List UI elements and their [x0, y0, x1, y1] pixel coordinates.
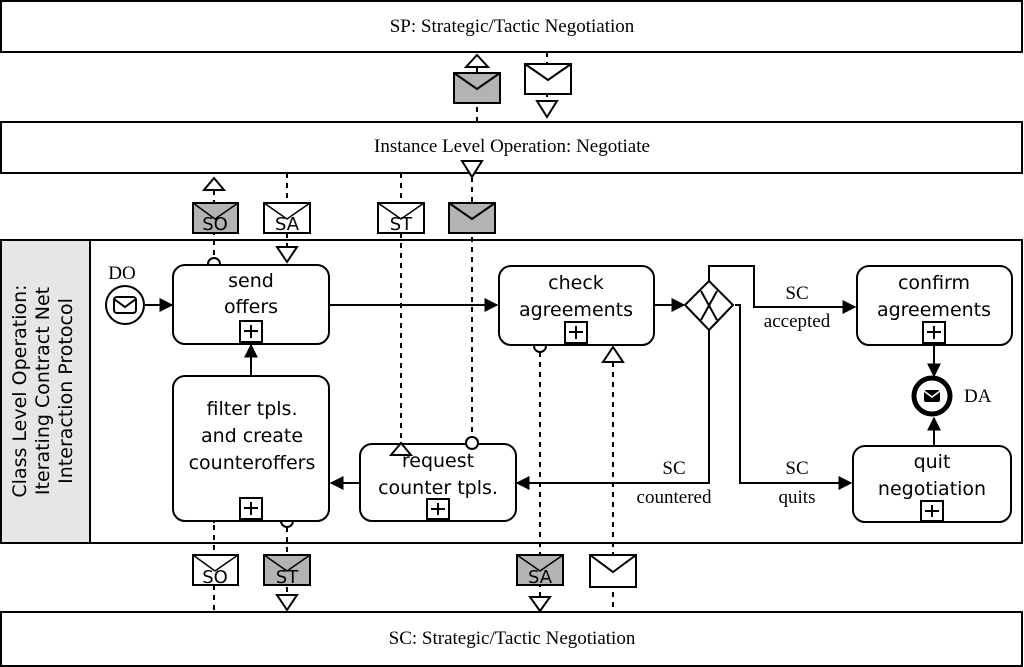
exclusive-gateway — [683, 279, 735, 332]
lane-label-line3: Interaction Protocol — [55, 298, 77, 484]
subprocess-plus-icon — [426, 498, 450, 520]
message-st-envelope-icon: ST — [377, 202, 425, 235]
task-confirm-line1: confirm — [898, 272, 970, 294]
flow-label-countered: SC countered — [637, 458, 712, 508]
subprocess-plus-icon — [920, 500, 944, 522]
task-request-line1: request — [402, 450, 474, 472]
task-quit-line1: quit — [914, 451, 951, 473]
message-envelope-icon — [589, 554, 637, 588]
lane-label-line1: Class Level Operation: — [9, 284, 31, 497]
message-flow-instance-to-sp — [453, 53, 501, 122]
message-sa-label: SA — [275, 214, 300, 235]
message-envelope-icon — [453, 72, 501, 104]
end-event-label: DA — [964, 386, 992, 407]
message-so-envelope-icon: SO — [192, 554, 239, 588]
lane-header — [0, 239, 91, 544]
pool-sp: SP: Strategic/Tactic Negotiation — [0, 0, 1023, 53]
pool-instance: Instance Level Operation: Negotiate — [0, 121, 1023, 174]
start-event: DO — [105, 263, 145, 325]
flow-accepted — [708, 265, 857, 314]
message-st-label-lower: ST — [276, 567, 299, 588]
task-confirm-line2: agreements — [877, 299, 991, 321]
flow-label-quits-line1: SC — [785, 458, 808, 479]
task-request-counter: request counter tpls. — [359, 443, 517, 522]
task-quit-negotiation: quit negotiation — [852, 445, 1012, 523]
flow-label-countered-line1: SC — [662, 458, 685, 479]
task-check-line2: agreements — [519, 299, 633, 321]
sequence-flows — [145, 265, 941, 490]
message-so-envelope-icon: SO — [192, 202, 239, 235]
task-send-offers-line1: send — [228, 270, 274, 292]
message-so-label: SO — [202, 214, 228, 235]
message-flow-so-down: SO — [192, 506, 239, 612]
message-sa-envelope-icon: SA — [516, 554, 564, 588]
flow-label-countered-line2: countered — [637, 487, 712, 508]
flow-label-accepted-line1: SC — [785, 283, 808, 304]
message-flow-st-down: ST — [263, 514, 311, 612]
message-so-label-lower: SO — [202, 567, 228, 588]
pool-instance-label: Instance Level Operation: Negotiate — [374, 136, 650, 157]
message-envelope-icon — [524, 63, 572, 95]
end-event: DA — [911, 375, 992, 417]
task-send-offers: send offers — [172, 264, 330, 345]
task-filter-line2: and create — [201, 425, 303, 447]
task-filter-line1: filter tpls. — [207, 398, 298, 420]
envelope-icon — [113, 296, 137, 314]
message-st-envelope-icon: ST — [263, 554, 311, 588]
message-flow-sc-to-check — [589, 345, 637, 612]
task-send-offers-line2: offers — [224, 296, 278, 318]
task-confirm-agreements: confirm agreements — [856, 265, 1013, 346]
envelope-filled-icon — [924, 390, 940, 402]
task-request-line2: counter tpls. — [378, 477, 498, 499]
subprocess-plus-icon — [922, 321, 946, 344]
pool-sp-label: SP: Strategic/Tactic Negotiation — [390, 16, 635, 37]
task-check-agreements: check agreements — [498, 265, 655, 346]
task-quit-line2: negotiation — [878, 478, 986, 500]
message-start-marker — [388, 441, 414, 456]
task-check-line1: check — [548, 272, 604, 294]
message-envelope-icon — [448, 202, 496, 234]
subprocess-plus-icon — [564, 321, 588, 344]
flow-label-accepted: SC accepted — [764, 283, 831, 332]
subprocess-plus-icon — [239, 320, 263, 343]
flow-label-quits: SC quits — [779, 458, 816, 508]
pool-sc-label: SC: Strategic/Tactic Negotiation — [389, 628, 636, 649]
flow-countered — [515, 330, 710, 490]
message-flow-sp-to-instance — [524, 52, 572, 119]
message-end-marker — [465, 436, 479, 450]
pool-sc: SC: Strategic/Tactic Negotiation — [0, 611, 1023, 667]
message-sa-envelope-icon: SA — [263, 202, 311, 235]
lane-label-line2: Iterating Contract Net — [32, 287, 54, 495]
message-flow-sa-down: SA — [263, 173, 311, 264]
task-filter-line3: counteroffers — [189, 452, 316, 474]
flow-label-accepted-line2: accepted — [764, 311, 831, 332]
subprocess-plus-icon — [239, 497, 263, 520]
task-filter-counteroffers: filter tpls. and create counteroffers — [172, 375, 330, 522]
flow-label-quits-line2: quits — [779, 487, 816, 508]
message-st-label: ST — [390, 214, 413, 235]
start-event-label: DO — [108, 263, 135, 284]
message-sa-label-lower: SA — [528, 567, 553, 588]
flow-quits — [735, 304, 853, 490]
